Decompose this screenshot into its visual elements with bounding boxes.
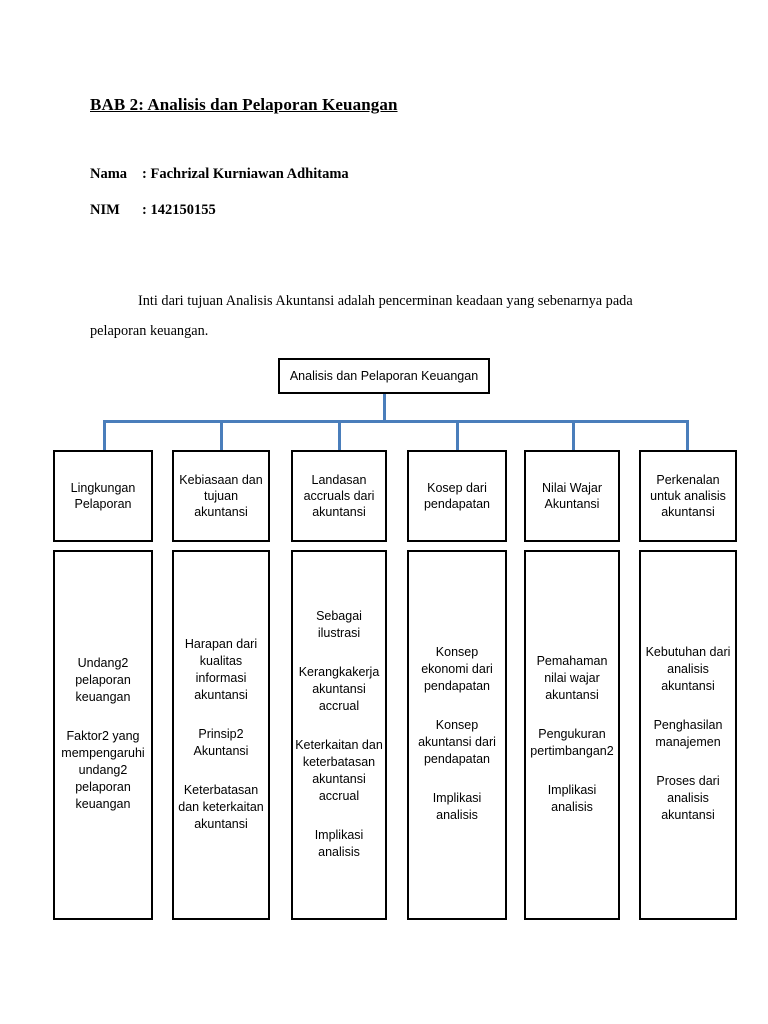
meta-row-nim: NIM: 142150155 (90, 202, 216, 219)
detail-item: Proses dari analisis akuntansi (656, 774, 720, 822)
connector-drop-6 (686, 420, 689, 452)
meta-value-nama: Fachrizal Kurniawan Adhitama (150, 166, 349, 182)
detail-item: Kerangkakerja akuntansi accrual (298, 664, 380, 713)
node-category-4: Kosep dari pendapatan (407, 450, 507, 542)
node-category-4-label: Kosep dari pendapatan (423, 481, 491, 511)
connector-drop-1 (103, 420, 106, 452)
detail-item: Kebutuhan dari analisis akuntansi (645, 645, 731, 693)
node-details-4: Konsep ekonomi dari pendapatan Konsep ak… (407, 550, 507, 920)
node-category-1-label: Lingkungan Pelaporan (70, 481, 136, 511)
detail-item: Keterkaitan dan keterbatasan akuntansi a… (295, 737, 383, 803)
node-root: Analisis dan Pelaporan Keuangan (278, 358, 490, 394)
detail-item: Konsep akuntansi dari pendapatan (418, 718, 496, 766)
detail-item: Sebagai ilustrasi (316, 608, 362, 640)
detail-item: Keterbatasan dan keterkaitan akuntansi (178, 782, 264, 831)
meta-label-nama: Nama (90, 166, 128, 182)
node-category-5: Nilai Wajar Akuntansi (524, 450, 620, 542)
node-category-2-label: Kebiasaan dan tujuan akuntansi (179, 473, 263, 519)
node-category-5-label: Nilai Wajar Akuntansi (542, 481, 602, 511)
node-details-5: Pemahaman nilai wajar akuntansi Pengukur… (524, 550, 620, 920)
detail-item: Faktor2 yang mempengaruhi undang2 pelapo… (61, 729, 145, 811)
page-title: BAB 2: Analisis dan Pelaporan Keuangan (90, 95, 398, 115)
detail-item: Konsep ekonomi dari pendapatan (421, 645, 493, 693)
node-details-1: Undang2 pelaporan keuangan Faktor2 yang … (53, 550, 153, 920)
node-details-2: Harapan dari kualitas informasi akuntans… (172, 550, 270, 920)
connector-drop-2 (220, 420, 223, 452)
intro-paragraph: Inti dari tujuan Analisis Akuntansi adal… (90, 293, 633, 340)
detail-item: Harapan dari kualitas informasi akuntans… (184, 636, 258, 702)
detail-item: Prinsip2 Akuntansi (193, 726, 249, 758)
detail-item: Implikasi analisis (547, 782, 597, 814)
node-details-6: Kebutuhan dari analisis akuntansi Pengha… (639, 550, 737, 920)
detail-item: Pemahaman nilai wajar akuntansi (536, 653, 608, 702)
detail-item: Undang2 pelaporan keuangan (75, 656, 131, 704)
meta-label-nim: NIM (90, 202, 120, 218)
connector-drop-3 (338, 420, 341, 452)
meta-sep-nim: : (142, 202, 147, 218)
org-chart-diagram: Analisis dan Pelaporan Keuangan Lingkung… (0, 340, 768, 940)
node-category-6-label: Perkenalan untuk analisis akuntansi (650, 473, 726, 519)
node-category-3: Landasan accruals dari akuntansi (291, 450, 387, 542)
node-root-label: Analisis dan Pelaporan Keuangan (289, 369, 479, 383)
connector-drop-5 (572, 420, 575, 452)
meta-sep-nama: : (142, 166, 147, 182)
connector-drop-4 (456, 420, 459, 452)
meta-row-nama: Nama: Fachrizal Kurniawan Adhitama (90, 166, 349, 183)
node-details-3: Sebagai ilustrasi Kerangkakerja akuntans… (291, 550, 387, 920)
node-category-3-label: Landasan accruals dari akuntansi (303, 473, 375, 519)
node-category-6: Perkenalan untuk analisis akuntansi (639, 450, 737, 542)
node-category-2: Kebiasaan dan tujuan akuntansi (172, 450, 270, 542)
meta-value-nim: 142150155 (150, 202, 216, 218)
detail-item: Implikasi analisis (432, 791, 482, 822)
detail-item: Penghasilan manajemen (653, 718, 723, 749)
detail-item: Implikasi analisis (314, 827, 364, 859)
detail-item: Pengukuran pertimbangan2 (530, 726, 614, 758)
connector-root-stem (383, 394, 386, 422)
node-category-1: Lingkungan Pelaporan (53, 450, 153, 542)
connector-horizontal-bus (103, 420, 688, 423)
